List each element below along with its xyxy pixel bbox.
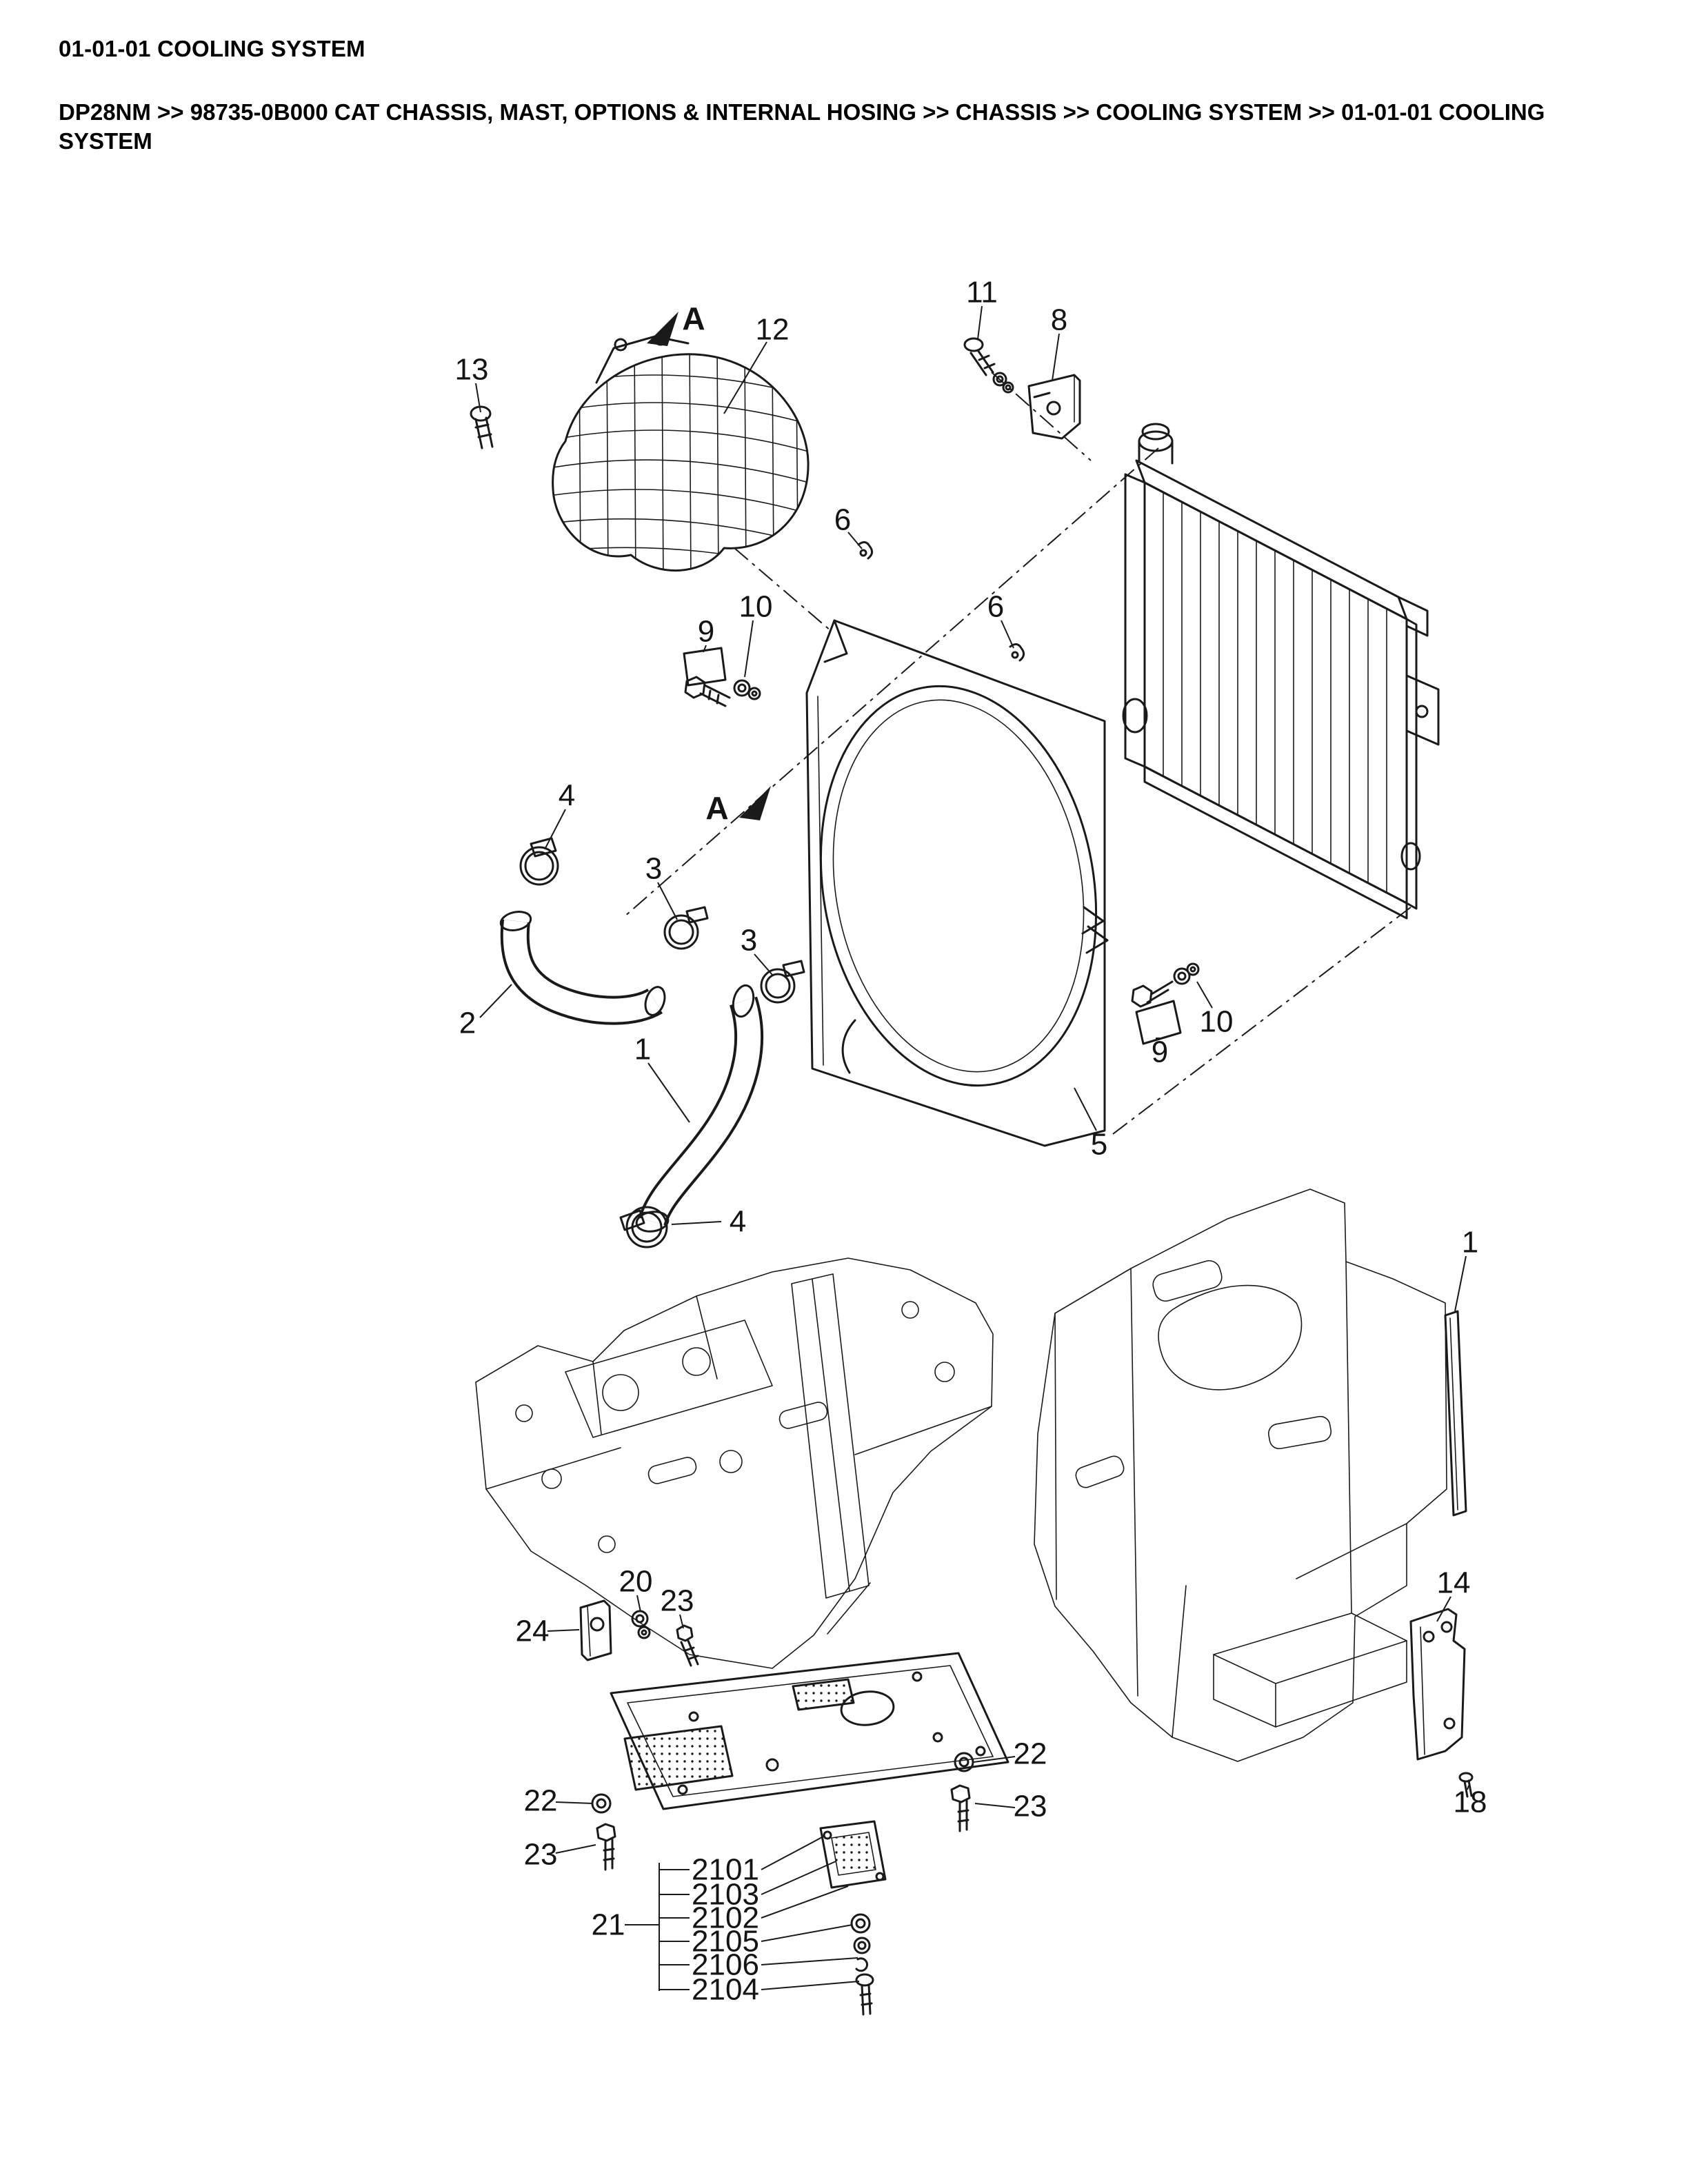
callout-leader-6 xyxy=(1001,620,1014,649)
page-header: 01-01-01 COOLING SYSTEM DP28NM >> 98735-… xyxy=(59,36,1617,156)
callout-label-8: 8 xyxy=(1051,303,1067,337)
callout-leader-4 xyxy=(544,809,566,850)
callout-leader-8 xyxy=(1052,333,1060,381)
callout-leader-2105 xyxy=(761,1924,853,1942)
skid-plate-drawing xyxy=(610,1652,1009,1810)
callout-leader-12 xyxy=(723,341,767,414)
fan-guard-drawing xyxy=(470,332,810,572)
callout-leader-2103 xyxy=(761,1861,836,1895)
callout-leader-20 xyxy=(636,1595,641,1612)
callout-leader-23 xyxy=(555,1844,596,1854)
callout-leader-24 xyxy=(547,1629,580,1632)
callout-label-12: 12 xyxy=(756,313,790,347)
fan-shroud-drawing xyxy=(805,541,1109,1147)
callout-label-2104: 2104 xyxy=(692,1973,759,2007)
bracket-14-drawing xyxy=(1409,1608,1466,1761)
callout-leader-1 xyxy=(647,1062,690,1123)
callout-label-2102: 2102 xyxy=(692,1901,759,1935)
callout-leader-6 xyxy=(847,532,863,549)
callout-leader-2104 xyxy=(761,1981,860,1990)
callout-label-22: 22 xyxy=(1014,1737,1047,1771)
callout-label-9: 9 xyxy=(1152,1035,1168,1069)
callout-leader-14 xyxy=(1436,1596,1451,1622)
callout-label-4: 4 xyxy=(559,779,575,813)
callout-leader-23 xyxy=(974,1803,1016,1808)
fastener-22-23-drawing xyxy=(591,1752,974,1871)
callout-label-2: 2 xyxy=(459,1007,476,1040)
page-title: 01-01-01 COOLING SYSTEM xyxy=(59,36,365,61)
radiator-drawing xyxy=(1122,423,1440,920)
callout-label-21: 21 xyxy=(592,1908,625,1942)
callout-leader-13 xyxy=(475,383,481,413)
callout-label-3: 3 xyxy=(741,924,757,958)
bolt-washer-upper-drawing xyxy=(683,647,761,707)
callout-label-2103: 2103 xyxy=(692,1878,759,1912)
group-21-bracket xyxy=(659,1863,690,1991)
callout-label-2106: 2106 xyxy=(692,1948,759,1982)
callout-leader-10 xyxy=(1196,981,1213,1009)
callout-label-2101: 2101 xyxy=(692,1853,759,1887)
callout-leader-11 xyxy=(977,305,983,340)
callout-leader-2106 xyxy=(761,1957,858,1965)
callout-label-24: 24 xyxy=(516,1615,550,1648)
callout-label-2105: 2105 xyxy=(692,1925,759,1959)
bracket-bolt-top-drawing xyxy=(963,337,1081,440)
seal-strip-drawing xyxy=(1444,1310,1467,1517)
alignment-lines xyxy=(623,372,1411,1137)
callout-leader-2102 xyxy=(761,1885,849,1919)
breadcrumb: DP28NM >> 98735-0B000 CAT CHASSIS, MAST,… xyxy=(59,99,1545,154)
hose-drawing xyxy=(499,837,805,1248)
callout-leader-3 xyxy=(754,953,773,975)
callout-label-10: 10 xyxy=(739,590,773,624)
callout-label-4: 4 xyxy=(730,1205,746,1239)
callout-label-11: 11 xyxy=(966,276,998,310)
chassis-left-drawing xyxy=(475,1257,994,1669)
bolt-washer-lower-drawing xyxy=(1131,962,1200,1045)
callout-leader-23 xyxy=(679,1614,684,1629)
bracket-24-drawing xyxy=(579,1599,612,1661)
callout-label-14: 14 xyxy=(1437,1566,1471,1600)
callout-label-18: 18 xyxy=(1454,1786,1487,1819)
chassis-right-drawing xyxy=(1034,1189,1447,1762)
callout-leader-3 xyxy=(657,882,678,920)
callout-leader-1 xyxy=(1454,1255,1467,1312)
callout-leader-18 xyxy=(1467,1785,1469,1790)
callout-label-9: 9 xyxy=(698,615,714,649)
callout-leader-10 xyxy=(744,620,754,678)
callout-leader-22 xyxy=(555,1801,594,1804)
callout-leader-22 xyxy=(973,1756,1016,1763)
callout-label-23: 23 xyxy=(1014,1790,1047,1823)
callout-label-22: 22 xyxy=(524,1784,558,1818)
callout-leader-9 xyxy=(703,645,707,653)
view-marker-A: A xyxy=(705,790,728,826)
callout-label-5: 5 xyxy=(1091,1128,1107,1162)
view-arrow-icon xyxy=(647,312,771,820)
callout-label-6: 6 xyxy=(834,503,851,537)
grille-2101-drawing xyxy=(819,1820,887,2016)
callout-label-20: 20 xyxy=(619,1565,653,1599)
callout-label-6: 6 xyxy=(987,590,1004,624)
view-marker-A: A xyxy=(682,301,705,336)
callout-leader-2 xyxy=(479,984,512,1018)
bolt-18-drawing xyxy=(1458,1772,1474,1798)
callout-label-10: 10 xyxy=(1200,1005,1234,1039)
callout-leader-5 xyxy=(1074,1087,1097,1131)
callout-label-13: 13 xyxy=(455,353,489,387)
callout-label-3: 3 xyxy=(645,852,662,886)
callout-label-1: 1 xyxy=(1462,1226,1478,1260)
callout-label-1: 1 xyxy=(634,1033,651,1066)
callout-leader-2101 xyxy=(761,1836,824,1870)
callout-label-23: 23 xyxy=(524,1838,558,1872)
callout-leader-4 xyxy=(671,1221,722,1225)
callout-label-23: 23 xyxy=(661,1584,694,1618)
